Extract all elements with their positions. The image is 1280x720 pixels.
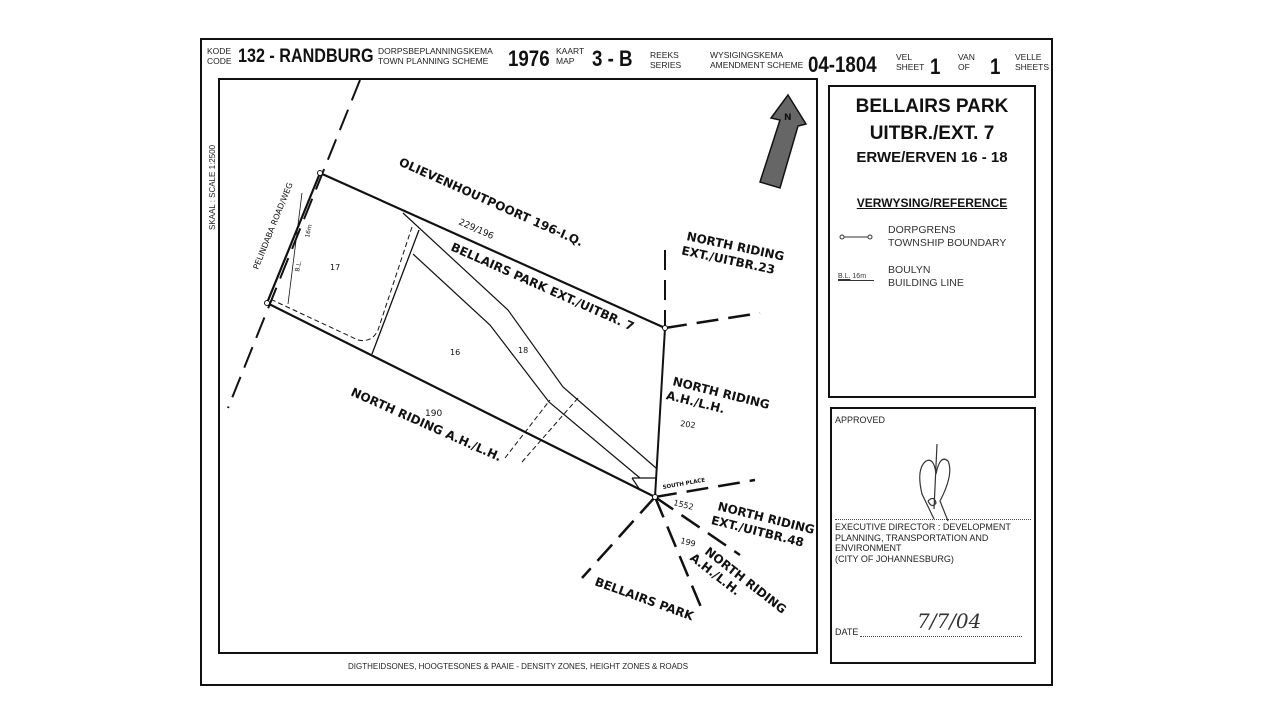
radial-boundary (654, 478, 756, 499)
of-value: 1 (990, 54, 1001, 79)
reference-heading: VERWYSING/REFERENCE (856, 196, 1008, 210)
north-arrow-icon: N (759, 93, 808, 189)
date-label: DATE (835, 627, 859, 637)
title-line-3: ERWE/ERVEN 16 - 18 (856, 149, 1008, 166)
bellairs-park-label: BELLAIRS PARK (593, 575, 696, 624)
township-boundary-symbol-icon (839, 234, 873, 240)
approved-label: APPROVED (835, 415, 886, 425)
approval-panel: APPROVED EXECUTIVE DIRECTOR : DEVELOPMEN… (830, 407, 1036, 664)
radial-boundary (653, 496, 705, 613)
nr-ext48-label: NORTH RIDINGEXT./UITBR.48 (710, 499, 816, 552)
amendment-value: 04-1804 (808, 52, 877, 77)
erf-17-label: 17 (330, 263, 340, 272)
bl-label: B.L. (294, 260, 303, 273)
map-value: 3 - B (592, 46, 633, 71)
code-value: 132 - RANDBURG (238, 46, 374, 67)
erf-1552-label: 1552 (673, 498, 695, 512)
boundary-ext-east (664, 311, 761, 330)
road-label: PELINDABA ROAD/WEG (252, 181, 295, 270)
erf-18-north-boundary (402, 212, 657, 469)
holding-202-label: 202 (680, 419, 696, 430)
title-line-2: UITBR./EXT. 7 (869, 123, 995, 144)
township-boundary-north (319, 171, 666, 330)
building-line-symbol-icon: B.L. 16m (838, 273, 874, 281)
road-reserve-line (227, 79, 361, 409)
document-frame (200, 38, 1053, 686)
title-panel: BELLAIRS PARK UITBR./EXT. 7 ERWE/ERVEN 1… (828, 85, 1036, 398)
holding-199-label: 199 (680, 536, 697, 548)
sheet-value: 1 (930, 54, 941, 79)
radial-boundary (581, 496, 656, 579)
title-line-1: BELLAIRS PARK (855, 96, 1009, 117)
township-boundary-east (654, 327, 666, 498)
erf-18-south-boundary (412, 253, 641, 479)
map-panel (218, 78, 818, 654)
erf-17-16-boundary (371, 229, 420, 355)
building-line-dimension (287, 192, 303, 305)
footer-text: DIGTHEIDSONES, HOOGTESONES & PAAIE - DEN… (347, 662, 689, 671)
holding-190-label: 190 (425, 409, 442, 419)
erf-18-label: 18 (518, 346, 528, 355)
township-label: BELLAIRS PARK EXT./UITBR. 7 (449, 240, 636, 334)
signature-icon (919, 443, 951, 522)
nr-ah-190-label: NORTH RIDING A.H./L.H. (349, 385, 504, 464)
north-label: N (784, 113, 792, 123)
radial-boundary (654, 495, 741, 557)
bl-dist-label: 16m (304, 224, 314, 239)
farm-portion-label: 229/196 (457, 218, 495, 242)
nr-ext23-label: NORTH RIDINGEXT./UITBR.23 (680, 229, 785, 278)
erf-16-label: 16 (450, 348, 460, 357)
building-line (267, 226, 413, 341)
scheme-year: 1976 (508, 46, 550, 71)
date-value: 7/7/04 (917, 609, 982, 633)
